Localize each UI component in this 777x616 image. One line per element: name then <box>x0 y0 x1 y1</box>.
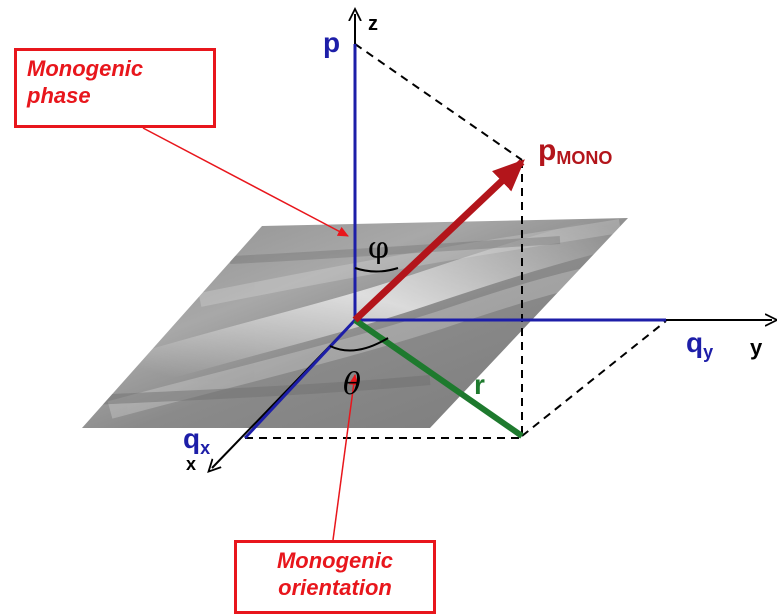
dashed-top-line <box>354 43 523 161</box>
qy-label: qy <box>686 327 713 362</box>
orientation-pointer-arrow <box>332 374 359 541</box>
qy-subscript: y <box>703 342 713 362</box>
qx-main: q <box>183 423 200 454</box>
monogenic-phase-callout: Monogenic phase <box>14 48 216 128</box>
phase-callout-line2: phase <box>27 83 91 108</box>
qy-main: q <box>686 327 703 358</box>
r-label: r <box>474 369 485 400</box>
phase-callout-line1: Monogenic <box>27 56 144 81</box>
phi-arc <box>354 267 399 273</box>
r-vector <box>353 317 524 439</box>
qx-subscript: x <box>200 438 210 458</box>
projection-lines <box>245 43 667 439</box>
p-label: p <box>323 27 340 58</box>
y-axis-label: y <box>750 335 763 360</box>
p-mono-vector <box>352 159 525 323</box>
theta-arc <box>329 337 389 352</box>
z-axis-label: z <box>368 13 378 35</box>
phase-pointer-arrow <box>142 127 349 237</box>
theta-symbol: θ <box>343 367 361 402</box>
p-mono-subscript: MONO <box>556 148 612 168</box>
x-axis-label: x <box>186 454 196 474</box>
p-mono-main: p <box>538 134 556 167</box>
dashed-diagonal-line <box>521 320 667 437</box>
blue-components <box>243 44 666 440</box>
orientation-callout-line2: orientation <box>278 575 392 600</box>
qx-label: qx <box>183 423 210 458</box>
phi-symbol: φ <box>368 231 389 266</box>
orientation-callout-line1: Monogenic <box>276 548 394 573</box>
qx-component-line <box>243 318 357 440</box>
p-mono-label: pMONO <box>538 134 612 168</box>
monogenic-orientation-callout: Monogenic orientation <box>234 540 436 614</box>
